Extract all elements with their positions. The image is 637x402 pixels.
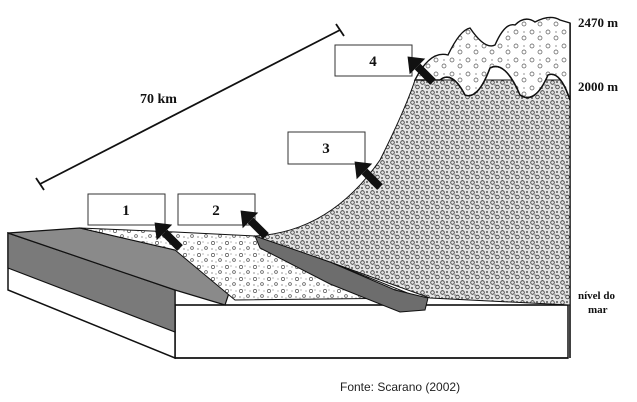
arrow-icon-2 bbox=[240, 210, 269, 239]
zone-box-3: 3 bbox=[287, 131, 366, 165]
distance-scale bbox=[35, 23, 345, 191]
altitude-mid-label: 2000 m bbox=[578, 79, 618, 94]
altitude-top-label: 2470 m bbox=[578, 15, 618, 30]
sea-level-label-line2: mar bbox=[588, 304, 608, 316]
zone-label-2: 2 bbox=[212, 203, 220, 219]
sea-level-label-line1: nível do bbox=[578, 290, 615, 302]
arrow-icon-4 bbox=[407, 56, 436, 85]
zone-label-4: 4 bbox=[369, 54, 377, 70]
zone-label-3: 3 bbox=[322, 141, 330, 157]
arrow-icon-3 bbox=[354, 161, 383, 190]
zone-box-1: 1 bbox=[87, 193, 166, 226]
source-caption: Fonte: Scarano (2002) bbox=[340, 380, 460, 394]
zone-label-1: 1 bbox=[122, 203, 130, 219]
arrow-icon-1 bbox=[154, 222, 183, 251]
zone-box-4: 4 bbox=[334, 44, 413, 77]
mountain-peaks bbox=[413, 16, 571, 101]
distance-label: 70 km bbox=[140, 92, 177, 107]
